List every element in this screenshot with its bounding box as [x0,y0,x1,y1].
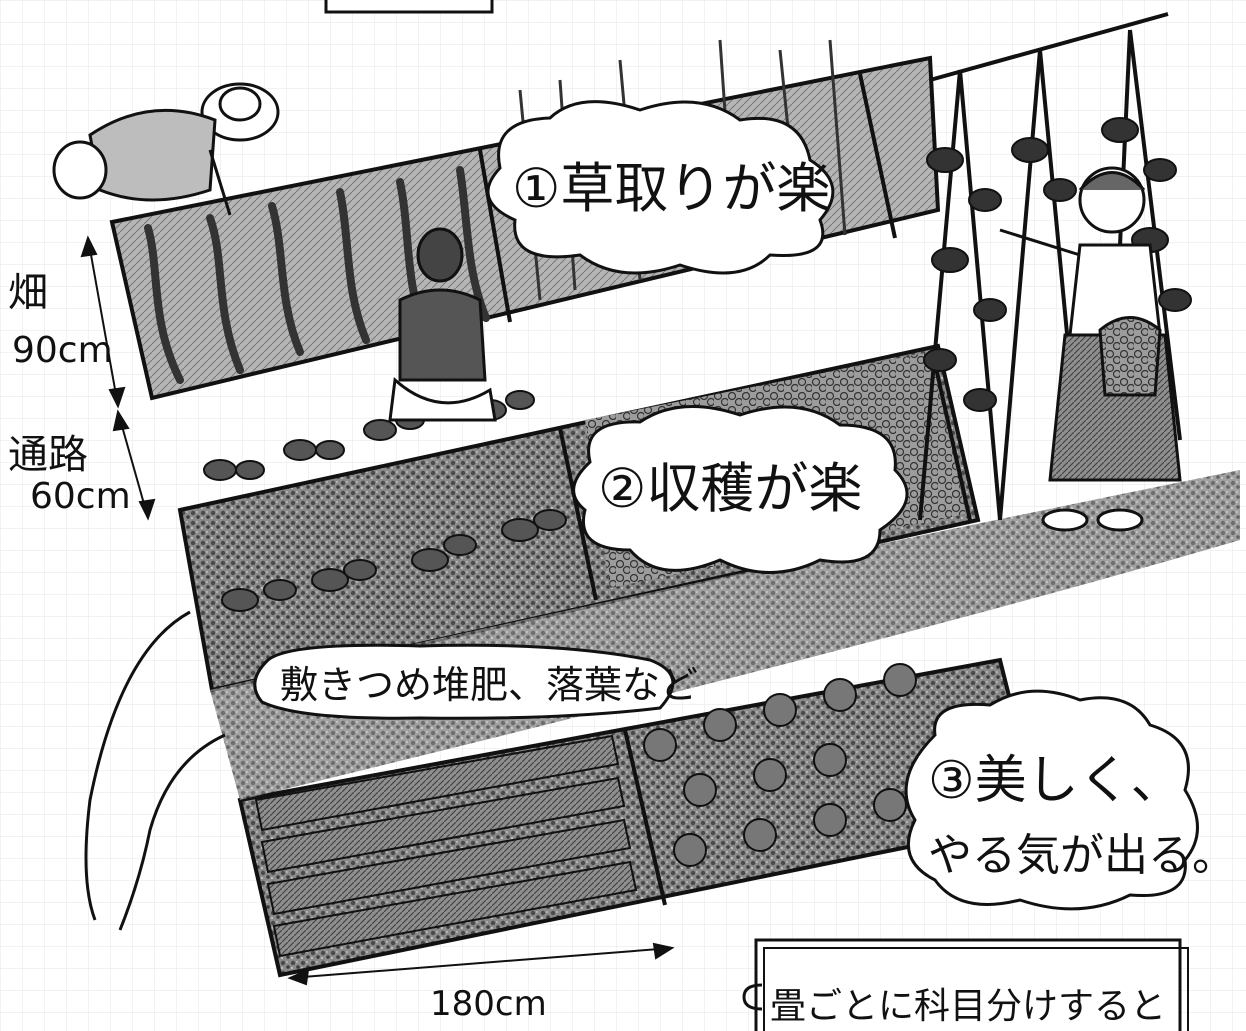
dimension-path-label: 通路 [8,432,88,478]
callout-weeding-bubble [486,100,835,275]
callout-harvest: ②収穫が楽 [598,457,862,520]
bed-row-3 [237,657,1043,978]
callout-mulch: 敷きつめ堆肥、落葉など [280,663,698,707]
tomato-foliage [923,117,1192,412]
dimension-path-width: 60cm [30,476,131,517]
sign-fragment [324,0,494,14]
woman-harvesting [999,166,1182,532]
note-card [742,938,1189,1031]
decorative-curves [84,610,226,931]
callout-harvest-bubble [572,405,909,574]
ring-binder-icon [742,983,763,1011]
callout-motivation-bubble [904,689,1199,911]
note-text: 畳ごとに科目分けすると [770,986,1166,1027]
dimension-bed-label: 畑 [8,270,48,316]
callout-motivation-line1: ③美しく、 [928,751,1183,811]
callout-motivation-line2: やる気が出る。 [928,830,1236,881]
gardener-sitting [388,227,497,422]
gardener-weeding [52,82,280,216]
dimension-bed-width: 90cm [12,330,113,371]
dimension-lines [80,235,675,986]
dimension-bed-length: 180cm [430,984,547,1024]
callout-mulch-bubble [253,643,675,720]
callout-weeding: ①草取りが楽 [512,157,830,220]
